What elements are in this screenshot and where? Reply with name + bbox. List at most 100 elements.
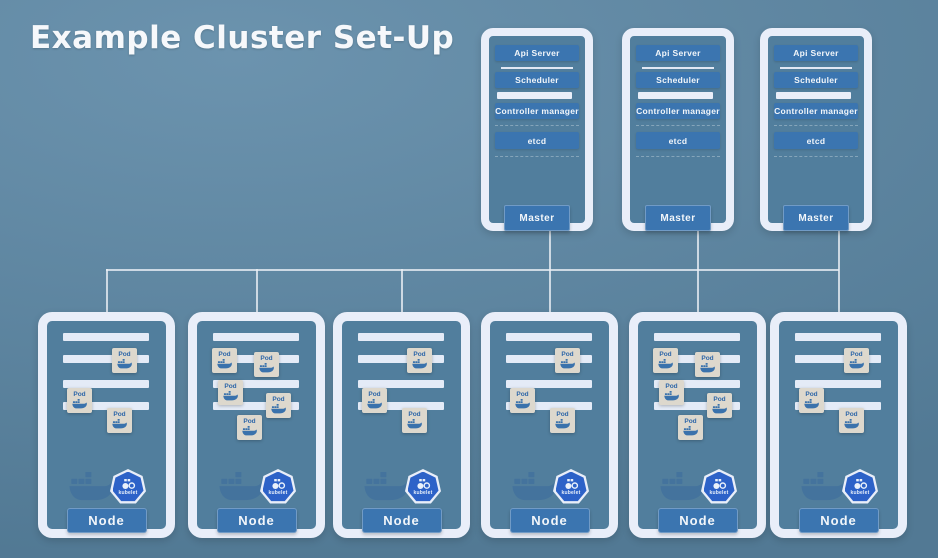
pod-label: Pod (684, 417, 697, 425)
kubelet-glyph (416, 478, 430, 489)
connector-drop-line-node1 (106, 269, 108, 314)
pod-label: Pod (556, 410, 569, 418)
node-label: Node (361, 508, 442, 533)
node-slot-bar (795, 402, 881, 410)
pod-box: Pod (362, 388, 387, 413)
node-label: Node (798, 508, 879, 533)
kubelet-badge: kubelet (844, 471, 876, 502)
pod-label: Pod (408, 410, 421, 418)
pod-label: Pod (665, 382, 678, 390)
connector-drop-line-node2 (256, 269, 258, 314)
pod-box: Pod (407, 348, 432, 373)
connector-master2-node5-line (697, 231, 699, 314)
node-slot-bar (506, 333, 592, 341)
kubelet-icon: kubelet (701, 469, 737, 504)
pod-box: Pod (695, 352, 720, 377)
pod-docker-icon (515, 399, 530, 409)
scheduler-box: Scheduler (636, 72, 720, 88)
api-server-box: Api Server (774, 45, 858, 61)
pod-box: Pod (659, 380, 684, 405)
pod-box: Pod (555, 348, 580, 373)
node-slot-bar (654, 333, 740, 341)
pod-box: Pod (839, 408, 864, 433)
docker-whale-icon (364, 472, 409, 501)
pod-docker-icon (664, 391, 679, 401)
pod-label: Pod (224, 382, 237, 390)
kubelet-label: kubelet (268, 489, 288, 496)
api-server-box: Api Server (495, 45, 579, 61)
docker-whale-icon (801, 472, 846, 501)
pod-docker-icon (271, 404, 286, 414)
node-slot-bar (654, 380, 740, 388)
api-server-box: Api Server (636, 45, 720, 61)
kubelet-glyph (121, 478, 135, 489)
node-slot-bar (358, 355, 444, 363)
master-panel: Api Server Scheduler Controller manager … (760, 28, 872, 231)
pod-label: Pod (845, 410, 858, 418)
separator-dotted (774, 125, 858, 126)
node-panel: kubelet Node Pod Pod Pod (481, 312, 618, 538)
pod-label: Pod (805, 390, 818, 398)
pod-box: Pod (844, 348, 869, 373)
docker-whale-icon (660, 472, 705, 501)
kubelet-badge: kubelet (407, 471, 439, 502)
kubelet-label: kubelet (561, 489, 581, 496)
node-panel: kubelet Node Pod Pod Pod (333, 312, 470, 538)
pod-label: Pod (73, 390, 86, 398)
kubelet-badge: kubelet (555, 471, 587, 502)
diagram-title: Example Cluster Set-Up (30, 20, 455, 56)
kubelet-label: kubelet (850, 489, 870, 496)
pod-docker-icon (560, 359, 575, 369)
separator-dotted (495, 156, 579, 157)
pod-box: Pod (237, 415, 262, 440)
pod-docker-icon (112, 419, 127, 429)
pod-label: Pod (118, 350, 131, 358)
controller-manager-box: Controller manager (636, 103, 720, 119)
pod-box: Pod (218, 380, 243, 405)
node-slot-bar (213, 402, 299, 410)
connector-drop-line-node3 (401, 269, 403, 314)
pod-box: Pod (707, 393, 732, 418)
node-label: Node (216, 508, 297, 533)
master-label: Master (645, 205, 711, 231)
separator-dotted (636, 156, 720, 157)
kubelet-badge: kubelet (703, 471, 735, 502)
node-slot-bar (63, 402, 149, 410)
node-slot-bar (63, 380, 149, 388)
pod-docker-icon (412, 359, 427, 369)
node-panel: kubelet Node Pod Pod Pod (38, 312, 175, 538)
node-slot-bar (213, 333, 299, 341)
pod-docker-icon (712, 404, 727, 414)
pod-box: Pod (653, 348, 678, 373)
node-label: Node (66, 508, 147, 533)
connector-bus-line (106, 269, 839, 271)
pod-docker-icon (367, 399, 382, 409)
pod-label: Pod (701, 354, 714, 362)
pod-label: Pod (368, 390, 381, 398)
kubelet-glyph (712, 478, 726, 489)
node-slot-bar (654, 402, 740, 410)
kubelet-icon: kubelet (405, 469, 441, 504)
separator-line (501, 67, 573, 69)
connector-master1-node4-line (549, 231, 551, 314)
scheduler-box: Scheduler (774, 72, 858, 88)
pod-label: Pod (218, 350, 231, 358)
node-slot-bar (795, 380, 881, 388)
node-slot-bar (63, 355, 149, 363)
pod-label: Pod (713, 395, 726, 403)
kubelet-glyph (271, 478, 285, 489)
pod-box: Pod (266, 393, 291, 418)
pod-box: Pod (799, 388, 824, 413)
node-slot-bar (795, 355, 881, 363)
pod-box: Pod (67, 388, 92, 413)
pod-box: Pod (254, 352, 279, 377)
pod-docker-icon (658, 359, 673, 369)
pod-box: Pod (402, 408, 427, 433)
pod-label: Pod (272, 395, 285, 403)
pod-docker-icon (700, 363, 715, 373)
node-slot-bar (506, 402, 592, 410)
kubelet-glyph (564, 478, 578, 489)
pod-docker-icon (555, 419, 570, 429)
pod-label: Pod (850, 350, 863, 358)
